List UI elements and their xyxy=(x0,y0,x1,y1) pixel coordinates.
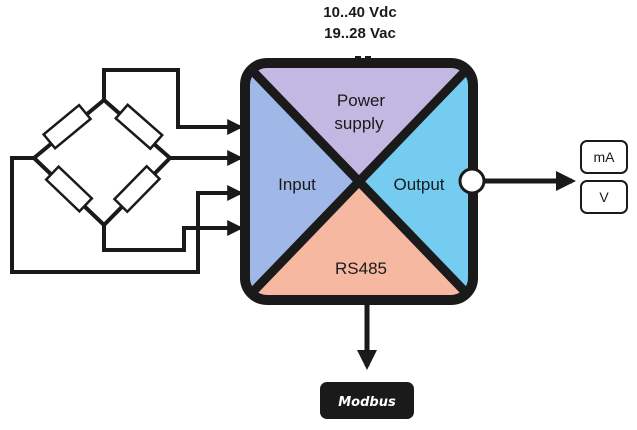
supply-voltage-ac: 19..28 Vac xyxy=(324,25,396,42)
wheatstone-bridge xyxy=(32,98,172,227)
output-label: Output xyxy=(393,175,444,194)
converter-module xyxy=(240,58,478,305)
input-wiring xyxy=(10,68,244,274)
resistor-bottom-right xyxy=(112,164,162,214)
input-label: Input xyxy=(278,175,316,194)
modbus-label: Modbus xyxy=(338,395,396,410)
bridge-resistors xyxy=(41,103,164,214)
output-ma-label: mA xyxy=(594,149,616,165)
output-v-label: V xyxy=(599,189,609,205)
modbus-badge: Modbus xyxy=(320,382,414,419)
wire-left xyxy=(10,156,244,274)
output-section xyxy=(359,63,473,300)
power-supply-label-line2: supply xyxy=(334,114,384,133)
output-types: mA V xyxy=(580,140,628,214)
rs485-section xyxy=(245,181,473,300)
power-supply-section xyxy=(245,63,473,181)
output-box-ma xyxy=(580,140,628,174)
supply-voltage-dc: 10..40 Vdc xyxy=(323,4,396,21)
input-section xyxy=(245,63,359,300)
resistor-bottom-left xyxy=(44,164,94,214)
wire-top xyxy=(102,68,244,135)
power-supply-label-line1: Power xyxy=(337,91,386,110)
output-box-v xyxy=(580,180,628,214)
wire-bottom xyxy=(102,220,244,252)
resistor-top-right xyxy=(113,103,164,151)
output-terminal xyxy=(458,167,486,195)
resistor-top-left xyxy=(41,103,93,151)
rs485-label: RS485 xyxy=(335,259,387,278)
